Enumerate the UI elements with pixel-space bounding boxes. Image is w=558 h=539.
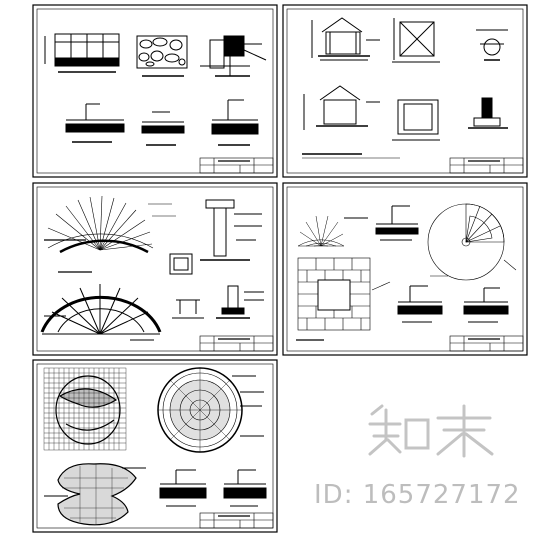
paving-sections-c [159, 469, 267, 507]
quarter-dome-pattern [297, 215, 368, 247]
brick-wall-detail [44, 33, 120, 73]
post-elevation-detail [200, 199, 262, 261]
block-wall-elevation [296, 257, 391, 341]
sheet-4-circular-plaza [282, 182, 528, 356]
sheet-5-title-block [199, 512, 274, 529]
sheet-2-title-block [449, 157, 524, 174]
sheet-1-paving-sections [32, 4, 278, 178]
pavilion-plan-2 [392, 99, 440, 141]
sheet-1-title-block [199, 157, 274, 174]
small-detail-box [169, 253, 193, 275]
bench-section-detail [172, 285, 264, 319]
watermark-id-text: ID: 165727172 [314, 480, 521, 510]
pavilion-plan-square [392, 18, 440, 63]
sheet-5-grid-paving [32, 359, 278, 533]
leaf-shaped-paving [44, 463, 146, 526]
watermark-logo [368, 404, 494, 458]
sheet-3-title-block [199, 335, 274, 352]
grid-paving-plan [43, 367, 127, 451]
pavilion-elevation-2 [303, 85, 380, 130]
paving-layer-sections [65, 99, 259, 146]
circular-mosaic-plan [157, 367, 264, 453]
sheet-4-title-block [449, 335, 524, 352]
column-circle-detail [476, 29, 508, 61]
paving-section-a [375, 205, 419, 241]
circular-plaza-plan [427, 203, 517, 281]
footing-section [468, 97, 508, 129]
pavilion-elevation-1 [311, 17, 380, 61]
wall-section-detail [200, 35, 267, 77]
semicircle-paving-plan [40, 284, 162, 341]
fan-paving-plan [44, 195, 176, 273]
sheet-2-pavilion-details [282, 4, 528, 178]
stone-paving-detail [136, 35, 188, 77]
paving-sections-b [397, 285, 509, 323]
sheet-3-fan-paving [32, 182, 278, 356]
